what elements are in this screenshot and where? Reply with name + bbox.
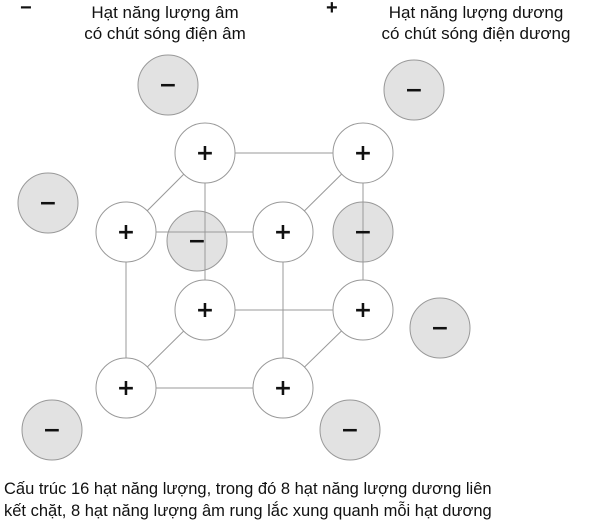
negative-particle-symbol: −: [188, 229, 206, 254]
positive-particle-symbol: +: [196, 141, 214, 166]
positive-particle: [95, 201, 157, 263]
legend-negative-line2: có chút sóng điện âm: [84, 24, 246, 43]
negative-particle: [383, 59, 445, 121]
negative-particle-symbol: −: [159, 73, 177, 98]
negative-particle: [166, 210, 228, 272]
negative-particle: [409, 297, 471, 359]
negative-particle-symbol: −: [431, 316, 449, 341]
positive-particle: [252, 357, 314, 419]
cube-diagram: − − − − − − − − + + + + + + + +: [17, 54, 471, 461]
positive-particle-symbol: +: [354, 141, 372, 166]
positive-particle-symbol: +: [196, 298, 214, 323]
negative-particle-symbol: −: [341, 418, 359, 443]
negative-particle-symbol: −: [43, 418, 61, 443]
negative-particle: [319, 399, 381, 461]
positive-particle: [174, 279, 236, 341]
negative-particle: [17, 172, 79, 234]
positive-particle: [174, 122, 236, 184]
positive-particle-symbol: +: [354, 298, 372, 323]
caption-line1: Cấu trúc 16 hạt năng lượng, trong đó 8 h…: [4, 480, 492, 498]
negative-particle-symbol: −: [405, 78, 423, 103]
positive-particle: [332, 279, 394, 341]
caption: Cấu trúc 16 hạt năng lượng, trong đó 8 h…: [4, 478, 600, 522]
positive-particle: [332, 122, 394, 184]
minus-icon: −: [20, 0, 32, 19]
positive-particle: [95, 357, 157, 419]
positive-particle-symbol: +: [274, 376, 292, 401]
positive-particle-symbol: +: [117, 376, 135, 401]
negative-particle: [137, 54, 199, 116]
legend-positive-line2: có chút sóng điện dương: [381, 24, 571, 43]
negative-particle-symbol: −: [39, 191, 57, 216]
negative-particle-symbol: −: [354, 220, 372, 245]
plus-icon: +: [326, 0, 338, 19]
positive-particle: [252, 201, 314, 263]
legend-negative-line1: Hạt năng lượng âm: [91, 3, 239, 22]
negative-particle: [21, 399, 83, 461]
positive-particle-symbol: +: [274, 220, 292, 245]
caption-line2: kết chặt, 8 hạt năng lượng âm rung lắc x…: [4, 502, 492, 520]
positive-particle-symbol: +: [117, 220, 135, 245]
legend-positive-line1: Hạt năng lượng dương: [388, 3, 564, 22]
